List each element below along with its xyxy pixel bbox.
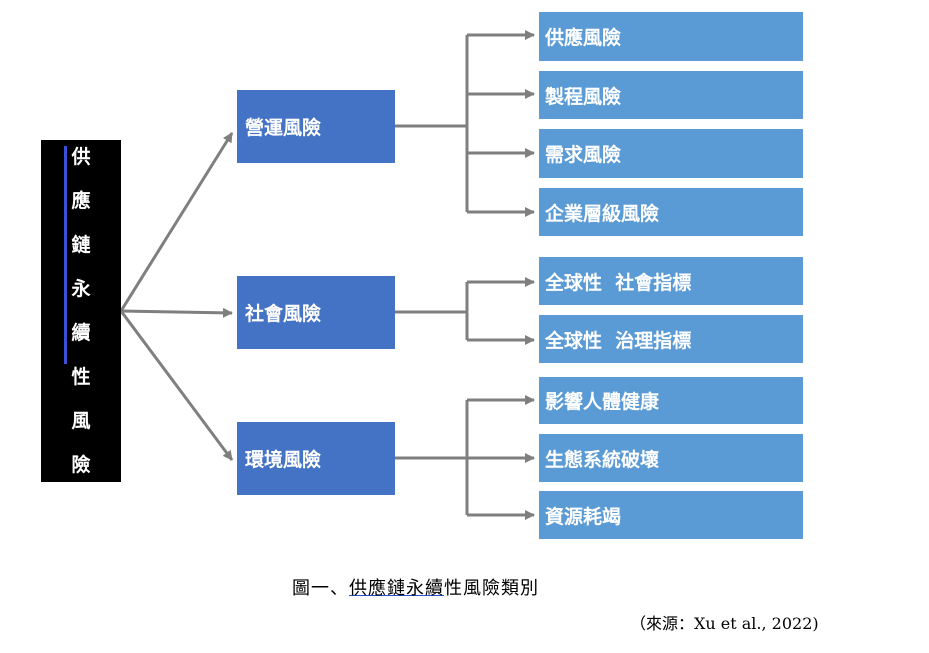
leaf-global-social-indicator: 全球性 社會指標 (539, 257, 803, 305)
leaf-resource-depletion: 資源耗竭 (539, 491, 803, 539)
root-node-sustainability-risk: 供 應 鏈 永 續 性 風 險 (41, 140, 121, 482)
leaf-enterprise-risk: 企業層級風險 (539, 188, 803, 236)
caption-prefix: 圖一、 (292, 578, 349, 599)
root-char: 風 (71, 410, 91, 432)
root-char: 供 (71, 146, 91, 168)
leaf-human-health: 影響人體健康 (539, 377, 803, 424)
category-social-risk: 社會風險 (237, 276, 395, 349)
root-char: 永 (71, 278, 91, 300)
leaf-process-risk: 製程風險 (539, 71, 803, 119)
arrow-to-social-risk (120, 307, 233, 318)
root-accent-bar (64, 146, 67, 364)
arrow-to-operational-risk (119, 132, 234, 312)
root-char: 續 (71, 322, 91, 344)
category-environmental-risk: 環境風險 (237, 422, 395, 495)
category-operational-risk: 營運風險 (237, 90, 395, 163)
caption-underlined: 供應鏈永續 (349, 578, 444, 599)
leaf-ecosystem-damage: 生態系統破壞 (539, 434, 803, 482)
root-char: 鏈 (71, 234, 91, 256)
arrow-to-environmental-risk (119, 310, 234, 461)
leaf-supply-risk: 供應風險 (539, 12, 803, 61)
figure-caption: 圖一、供應鏈永續性風險類別 (292, 574, 539, 600)
root-char: 性 (71, 366, 91, 388)
caption-suffix: 性風險類別 (444, 578, 539, 599)
figure-source: （來源：Xu et al., 2022) (630, 614, 819, 633)
root-char: 險 (71, 454, 91, 476)
leaf-global-governance-indicator: 全球性 治理指標 (539, 315, 803, 363)
root-char: 應 (71, 190, 91, 212)
leaf-demand-risk: 需求風險 (539, 129, 803, 178)
